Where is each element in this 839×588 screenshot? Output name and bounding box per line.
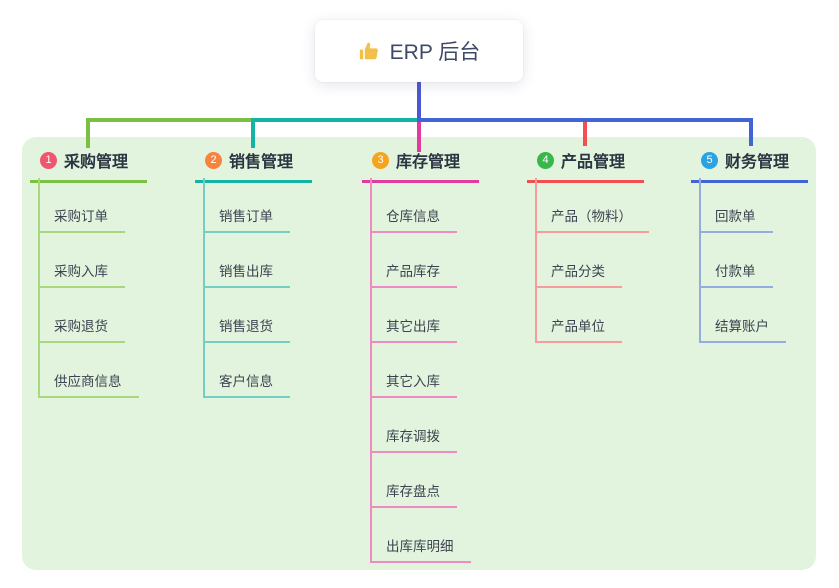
branch-trunk-line xyxy=(370,178,372,563)
branch-number-badge: 2 xyxy=(205,151,222,169)
branch-title-inventory[interactable]: 3 库存管理 xyxy=(362,148,479,183)
root-node-erp[interactable]: ERP 后台 xyxy=(315,20,523,82)
node-purchase-return[interactable]: 采购退货 xyxy=(38,318,125,343)
branch-number-badge: 3 xyxy=(372,151,389,169)
branch-title-label: 采购管理 xyxy=(64,154,129,171)
node-product-unit[interactable]: 产品单位 xyxy=(535,318,622,343)
thumbs-up-icon xyxy=(358,40,380,62)
branch-number-badge: 4 xyxy=(537,151,554,169)
branch-sales: 2 销售管理 销售订单 销售出库 销售退货 客户信息 xyxy=(195,0,312,588)
node-sales-return[interactable]: 销售退货 xyxy=(203,318,290,343)
branch-title-product[interactable]: 4 产品管理 xyxy=(527,148,644,183)
node-product-material[interactable]: 产品（物料） xyxy=(535,208,649,233)
branch-title-label: 产品管理 xyxy=(561,154,626,171)
node-purchase-inbound[interactable]: 采购入库 xyxy=(38,263,125,288)
branch-trunk-line xyxy=(38,178,40,398)
node-other-inbound[interactable]: 其它入库 xyxy=(370,373,457,398)
node-sales-outbound[interactable]: 销售出库 xyxy=(203,263,290,288)
branch-product: 4 产品管理 产品（物料） 产品分类 产品单位 xyxy=(527,0,649,588)
branch-trunk-line xyxy=(203,178,205,398)
branch-title-purchase[interactable]: 1 采购管理 xyxy=(30,148,147,183)
root-node-label: ERP 后台 xyxy=(389,41,481,64)
branch-title-label: 库存管理 xyxy=(396,154,461,171)
node-purchase-order[interactable]: 采购订单 xyxy=(38,208,125,233)
node-customer-info[interactable]: 客户信息 xyxy=(203,373,290,398)
node-stock-detail[interactable]: 出库库明细 xyxy=(370,538,471,563)
branch-purchase: 1 采购管理 采购订单 采购入库 采购退货 供应商信息 xyxy=(30,0,147,588)
branch-title-label: 销售管理 xyxy=(229,154,294,171)
node-payment-bill[interactable]: 付款单 xyxy=(699,263,773,288)
node-settlement-account[interactable]: 结算账户 xyxy=(699,318,786,343)
node-product-stock[interactable]: 产品库存 xyxy=(370,263,457,288)
node-stock-taking[interactable]: 库存盘点 xyxy=(370,483,457,508)
node-product-category[interactable]: 产品分类 xyxy=(535,263,622,288)
branches-panel xyxy=(22,137,816,570)
node-warehouse-info[interactable]: 仓库信息 xyxy=(370,208,457,233)
node-other-outbound[interactable]: 其它出库 xyxy=(370,318,457,343)
branch-finance: 5 财务管理 回款单 付款单 结算账户 xyxy=(691,0,808,588)
node-sales-order[interactable]: 销售订单 xyxy=(203,208,290,233)
node-stock-transfer[interactable]: 库存调拨 xyxy=(370,428,457,453)
node-supplier-info[interactable]: 供应商信息 xyxy=(38,373,139,398)
branch-title-finance[interactable]: 5 财务管理 xyxy=(691,148,808,183)
branch-trunk-line xyxy=(699,178,701,343)
branch-title-label: 财务管理 xyxy=(725,154,790,171)
branch-number-badge: 1 xyxy=(40,151,57,169)
branch-number-badge: 5 xyxy=(701,151,718,169)
node-receipt-bill[interactable]: 回款单 xyxy=(699,208,773,233)
branch-inventory: 3 库存管理 仓库信息 产品库存 其它出库 其它入库 库存调拨 库存盘点 出库库… xyxy=(362,0,479,588)
branch-trunk-line xyxy=(535,178,537,343)
branch-title-sales[interactable]: 2 销售管理 xyxy=(195,148,312,183)
